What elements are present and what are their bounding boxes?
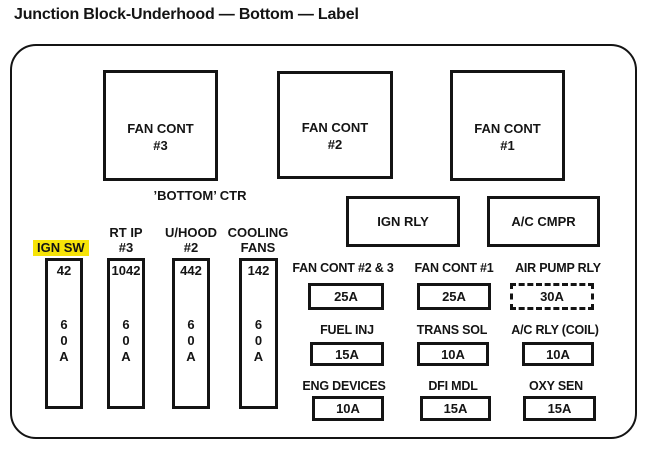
maxi-fuse-u-hood-2: 442 6 0 A	[172, 258, 210, 409]
fuse-air-pump-rly: 30A	[510, 283, 594, 310]
fuse-eng-devices: 10A	[312, 396, 384, 421]
amp-rating: 6 0 A	[59, 317, 69, 364]
ign-rly-label: IGN RLY	[377, 214, 429, 229]
fan-cont-2-relay-box: FAN CONT #2	[277, 71, 393, 179]
ac-cmpr-label: A/C CMPR	[511, 214, 576, 229]
circuit-number: 142	[247, 263, 270, 278]
fuse-amp: 10A	[336, 401, 360, 416]
fuse-label-eng-devices: ENG DEVICES	[302, 379, 386, 393]
fan-cont-1-relay-label: FAN CONT #1	[474, 120, 541, 153]
ac-cmpr-box: A/C CMPR	[487, 196, 600, 247]
maxi-fuse-ign-sw: 42 6 0 A	[45, 258, 83, 409]
fuse-dfi-mdl: 15A	[420, 396, 491, 421]
fuse-label-fan-cont-1: FAN CONT #1	[414, 261, 494, 275]
fuse-fuel-inj: 15A	[310, 342, 384, 366]
maxi-fuse-label-cooling-fans: COOLING FANS	[216, 225, 300, 255]
maxi-fuse-label-rt-ip-3: RT IP #3	[96, 225, 156, 255]
fan-cont-1-relay-box: FAN CONT #1	[450, 70, 565, 181]
junction-block-outline	[10, 44, 637, 439]
amp-rating: 6 0 A	[253, 317, 264, 364]
fan-cont-3-relay-label: FAN CONT #3	[127, 120, 194, 153]
maxi-fuse-label-u-hood-2: U/HOOD #2	[156, 225, 226, 255]
fan-cont-2-relay-label: FAN CONT #2	[301, 120, 369, 152]
fuse-fan-cont-1: 25A	[417, 283, 491, 310]
fuse-label-ac-rly-coil: A/C RLY (COIL)	[511, 323, 599, 337]
fuse-amp: 25A	[334, 289, 358, 304]
fuse-trans-sol: 10A	[417, 342, 489, 366]
fuse-label-oxy-sen: OXY SEN	[529, 379, 583, 393]
maxi-fuse-label-text: IGN SW	[37, 240, 85, 255]
maxi-fuse-label-text: RT IP #3	[109, 225, 143, 255]
maxi-fuse-cooling-fans: 142 6 0 A	[239, 258, 278, 409]
fuse-amp: 15A	[443, 401, 468, 416]
fuse-label-fan-cont-2-3: FAN CONT #2 & 3	[292, 261, 394, 275]
fuse-label-trans-sol: TRANS SOL	[416, 323, 488, 337]
circuit-number: 42	[56, 263, 72, 278]
fuse-amp: 10A	[441, 346, 465, 362]
amp-rating: 6 0 A	[186, 317, 196, 364]
fuse-amp: 10A	[546, 346, 570, 362]
fuse-amp: 15A	[335, 346, 359, 362]
maxi-fuse-label-ign-sw: IGN SW	[33, 240, 89, 256]
maxi-fuse-label-text: U/HOOD #2	[165, 225, 217, 255]
fuse-amp: 15A	[547, 401, 572, 416]
fan-cont-3-relay-box: FAN CONT #3	[103, 70, 218, 181]
diagram-title: Junction Block-Underhood — Bottom — Labe…	[14, 6, 359, 23]
fuse-oxy-sen: 15A	[523, 396, 596, 421]
circuit-number: 442	[180, 263, 202, 278]
maxi-fuse-label-text: COOLING FANS	[227, 225, 289, 255]
fuse-label-air-pump-rly: AIR PUMP RLY	[515, 261, 601, 275]
fuse-label-fuel-inj: FUEL INJ	[320, 323, 374, 337]
ign-rly-box: IGN RLY	[346, 196, 460, 247]
fuse-label-dfi-mdl: DFI MDL	[428, 379, 478, 393]
bottom-ctr-label: ’BOTTOM’ CTR	[153, 188, 247, 203]
fuse-fan-cont-2-3: 25A	[308, 283, 384, 310]
circuit-number: 1042	[111, 263, 141, 278]
amp-rating: 6 0 A	[121, 317, 131, 364]
fuse-amp: 30A	[540, 289, 564, 304]
maxi-fuse-rt-ip-3: 1042 6 0 A	[107, 258, 145, 409]
fuse-amp: 25A	[442, 289, 466, 304]
fuse-ac-rly-coil: 10A	[522, 342, 594, 366]
